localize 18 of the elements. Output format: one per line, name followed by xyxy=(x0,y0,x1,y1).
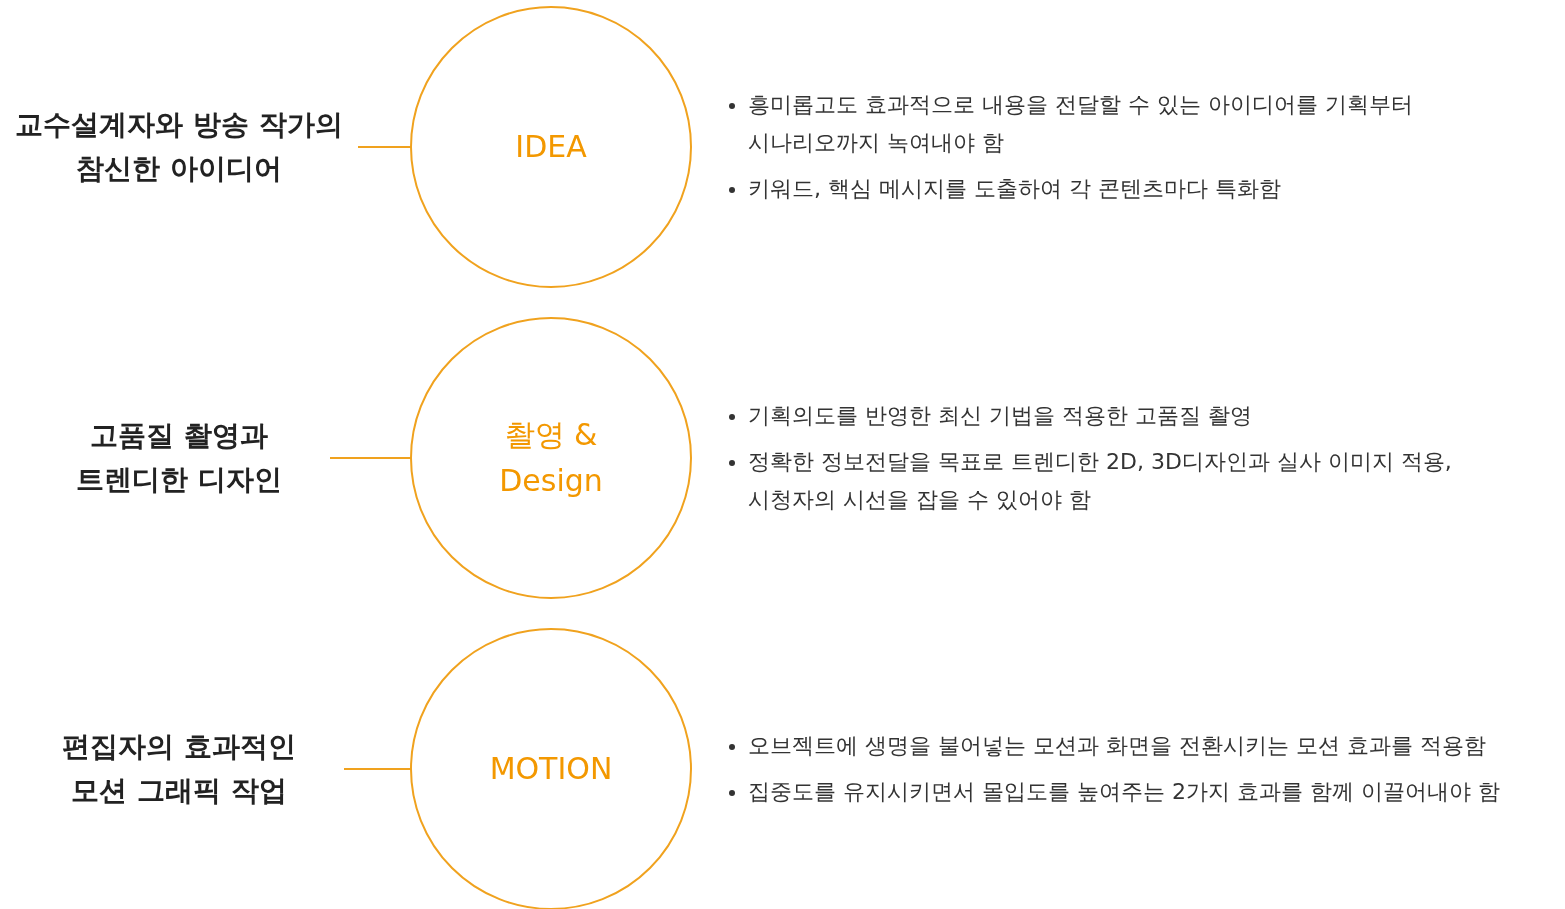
heading-text: 교수설계자와 방송 작가의 참신한 아이디어 xyxy=(0,103,358,191)
heading-text: 고품질 촬영과 트렌디한 디자인 xyxy=(0,414,358,502)
bullet-text: 집중도를 유지시키면서 몰입도를 높여주는 2가지 효과를 함께 이끌어내야 함 xyxy=(748,778,1501,806)
ring-circle xyxy=(410,317,692,599)
bullet-text: 키워드, 핵심 메시지를 도출하여 각 콘텐츠마다 특화함 xyxy=(748,175,1282,203)
connector-line xyxy=(357,146,412,148)
circle-label: MOTION xyxy=(489,750,613,788)
heading-text: 편집자의 효과적인 모션 그래픽 작업 xyxy=(0,725,358,813)
ring-circle xyxy=(410,6,692,288)
bullet-text: 정확한 정보전달을 목표로 트렌디한 2D, 3D디자인과 실사 이미지 적용, 시청자의 시선을 잡을 수 있어야 함 xyxy=(748,448,1453,514)
circle-label: 촬영 & Design xyxy=(498,416,604,500)
bullet-text: 흥미롭고도 효과적으로 내용을 전달할 수 있는 아이디어를 기획부터 시나리오까지 녹여내야 함 xyxy=(748,91,1414,157)
bullet-text: 기획의도를 반영한 최신 기법을 적용한 고품질 촬영 xyxy=(748,402,1253,430)
ring-circle xyxy=(410,628,692,909)
bullet-text: 오브젝트에 생명을 불어넣는 모션과 화면을 전환시키는 모션 효과를 적용함 xyxy=(748,732,1487,760)
connector-line xyxy=(343,768,412,770)
connector-line xyxy=(329,457,412,459)
circle-label: IDEA xyxy=(515,128,587,166)
